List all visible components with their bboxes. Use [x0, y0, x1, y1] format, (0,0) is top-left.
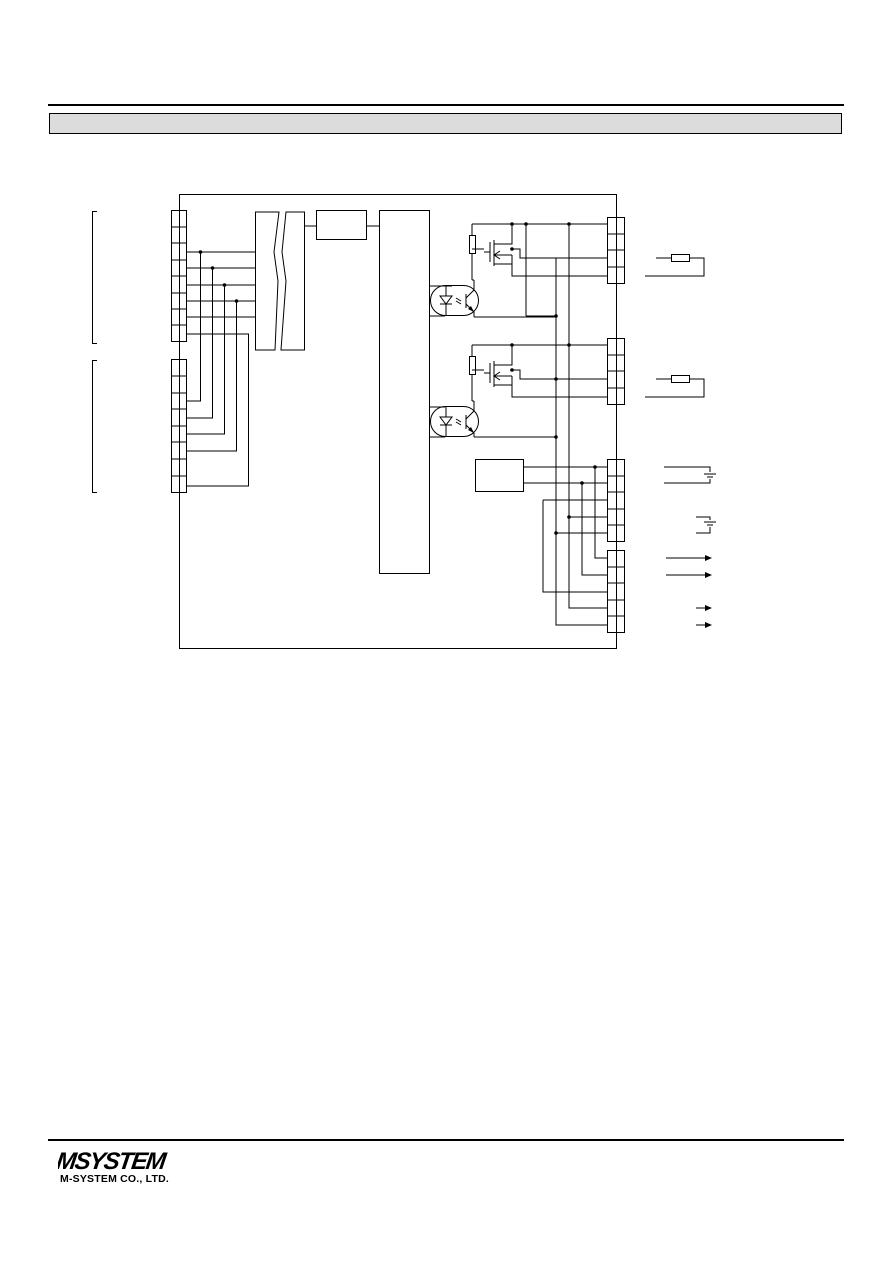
junction-dot [210, 266, 215, 270]
terminal-block-output-2 [607, 338, 625, 405]
external-load-2 [645, 375, 705, 398]
junction-dot [510, 343, 514, 347]
junction-dot [524, 222, 528, 226]
junction-dot [554, 531, 558, 535]
footer-rule [48, 1139, 844, 1141]
junction-dot [510, 247, 514, 251]
junction-dot [580, 481, 584, 485]
external-load-1 [645, 254, 705, 277]
connector-block [255, 211, 305, 351]
interface-block [316, 210, 367, 240]
photocoupler-2 [429, 401, 556, 438]
bracket-upper [92, 211, 97, 344]
junction-dot [567, 343, 571, 347]
external-power-source [664, 466, 716, 484]
bracket-lower [92, 360, 97, 493]
photocoupler-1 [429, 280, 556, 318]
power-supply-block [475, 459, 524, 492]
junction-dot [510, 368, 514, 372]
junction-dot [234, 299, 239, 303]
junction-dot [554, 314, 558, 318]
terminal-block-left-lower [171, 359, 187, 493]
junction-dot [567, 222, 571, 226]
junction-dot [510, 222, 514, 226]
junction-dot [567, 515, 571, 519]
junction-dot [554, 377, 558, 381]
mosfet-output-1 [469, 223, 598, 316]
terminal-block-output-1 [607, 217, 625, 284]
section-title-bar [49, 113, 842, 134]
msystem-logo: MSYSTEM [58, 1150, 169, 1172]
junction-dot [222, 283, 227, 287]
mosfet-output-2 [469, 344, 598, 402]
terminal-block-left-upper [171, 210, 187, 342]
external-power-source-2 [696, 516, 716, 534]
company-name: M-SYSTEM CO., LTD. [60, 1173, 169, 1185]
junction-dot [198, 250, 203, 254]
top-rule [48, 104, 844, 106]
block-diagram [92, 194, 716, 649]
svg-text:MSYSTEM: MSYSTEM [58, 1150, 169, 1172]
main-circuit-block [379, 210, 430, 574]
module-housing [179, 194, 617, 649]
junction-dot [593, 465, 597, 469]
junction-dot [554, 435, 558, 439]
